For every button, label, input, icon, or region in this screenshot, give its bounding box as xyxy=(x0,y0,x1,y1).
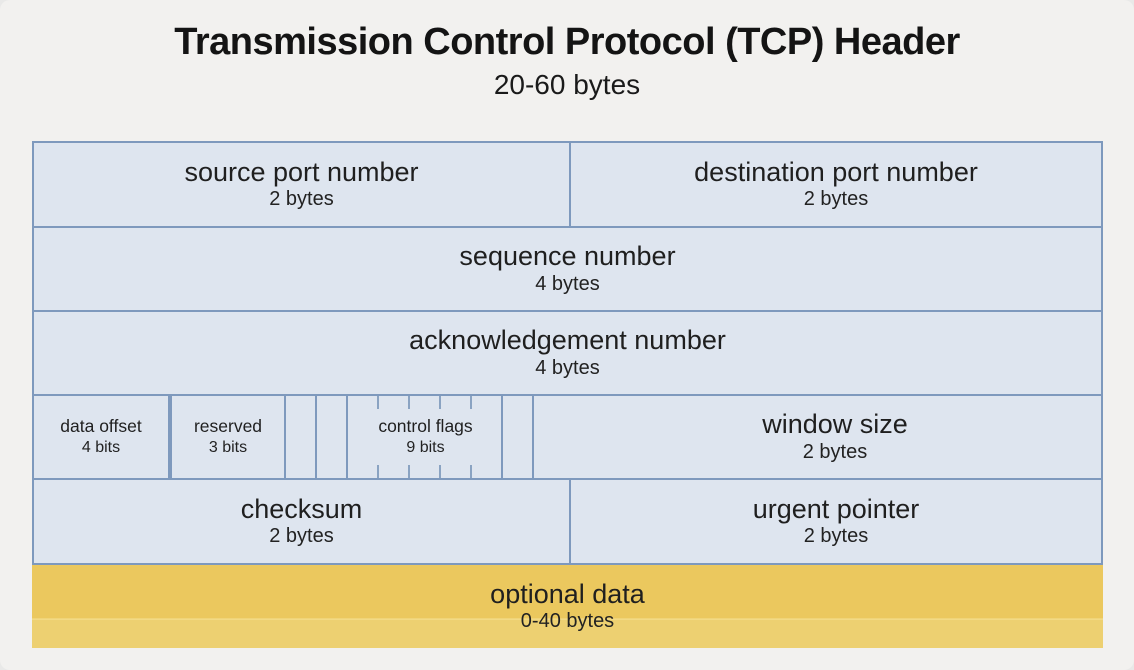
bit-tick xyxy=(439,465,441,478)
field-label: sequence number xyxy=(459,241,676,272)
cell-source-port: source port number 2 bytes xyxy=(34,143,569,226)
row-checksum-urgent: checksum 2 bytes urgent pointer 2 bytes xyxy=(34,480,1101,563)
field-label: data offset xyxy=(60,416,142,437)
row-sequence-number: sequence number 4 bytes xyxy=(34,228,1101,312)
fixed-header-fields: source port number 2 bytes destination p… xyxy=(32,141,1103,565)
bit-divider xyxy=(315,396,317,478)
bit-tick xyxy=(408,396,410,409)
bit-tick xyxy=(439,396,441,409)
cell-destination-port: destination port number 2 bytes xyxy=(569,143,1101,226)
field-size: 2 bytes xyxy=(803,525,869,548)
field-size: 3 bits xyxy=(208,438,248,456)
bit-tick xyxy=(470,396,472,409)
field-label: optional data xyxy=(490,578,645,609)
field-label: acknowledgement number xyxy=(409,325,726,356)
field-size: 2 bytes xyxy=(803,188,869,211)
row-ports: source port number 2 bytes destination p… xyxy=(34,143,1101,228)
bit-fields-group: data offset 4 bits reserved 3 bits xyxy=(34,396,569,478)
cell-optional-data: optional data 0-40 bytes xyxy=(32,565,1103,648)
field-size: 9 bits xyxy=(406,438,445,456)
bit-divider xyxy=(346,396,348,478)
field-size: 4 bytes xyxy=(535,356,600,379)
row-acknowledgement-number: acknowledgement number 4 bytes xyxy=(34,312,1101,396)
field-size: 2 bytes xyxy=(269,188,334,211)
field-label: destination port number xyxy=(694,156,978,187)
cell-data-offset: data offset 4 bits xyxy=(34,396,170,478)
cell-acknowledgement-number: acknowledgement number 4 bytes xyxy=(34,312,1101,394)
field-label: reserved xyxy=(193,416,263,437)
page-subtitle: 20-60 bytes xyxy=(493,68,641,100)
field-size: 4 bytes xyxy=(535,272,600,295)
field-label: window size xyxy=(762,409,908,440)
cell-reserved: reserved 3 bits xyxy=(170,396,286,478)
field-size: 0-40 bytes xyxy=(520,610,615,633)
field-size: 2 bytes xyxy=(802,440,868,463)
field-label: control flags xyxy=(378,416,473,437)
field-size: 4 bits xyxy=(81,438,121,456)
cell-window-size: window size 2 bytes xyxy=(569,396,1101,478)
cell-sequence-number: sequence number 4 bytes xyxy=(34,228,1101,310)
cell-control-flags: control flags 9 bits xyxy=(286,396,565,478)
bit-divider xyxy=(501,396,503,478)
field-label: checksum xyxy=(240,493,363,524)
bit-tick xyxy=(470,465,472,478)
row-offset-flags-window: data offset 4 bits reserved 3 bits xyxy=(34,396,1101,480)
cell-urgent-pointer: urgent pointer 2 bytes xyxy=(569,480,1101,563)
bit-tick xyxy=(408,465,410,478)
bit-tick xyxy=(377,396,379,409)
bit-tick xyxy=(377,465,379,478)
field-size: 2 bytes xyxy=(269,525,334,548)
diagram-header: Transmission Control Protocol (TCP) Head… xyxy=(0,0,1134,101)
tcp-header-table: source port number 2 bytes destination p… xyxy=(32,141,1103,648)
field-label: source port number xyxy=(184,156,419,187)
bit-divider xyxy=(532,396,534,478)
page-title: Transmission Control Protocol (TCP) Head… xyxy=(174,21,960,63)
cell-checksum: checksum 2 bytes xyxy=(34,480,569,563)
control-flags-label-block: control flags 9 bits xyxy=(286,396,565,478)
field-label: urgent pointer xyxy=(752,493,920,524)
